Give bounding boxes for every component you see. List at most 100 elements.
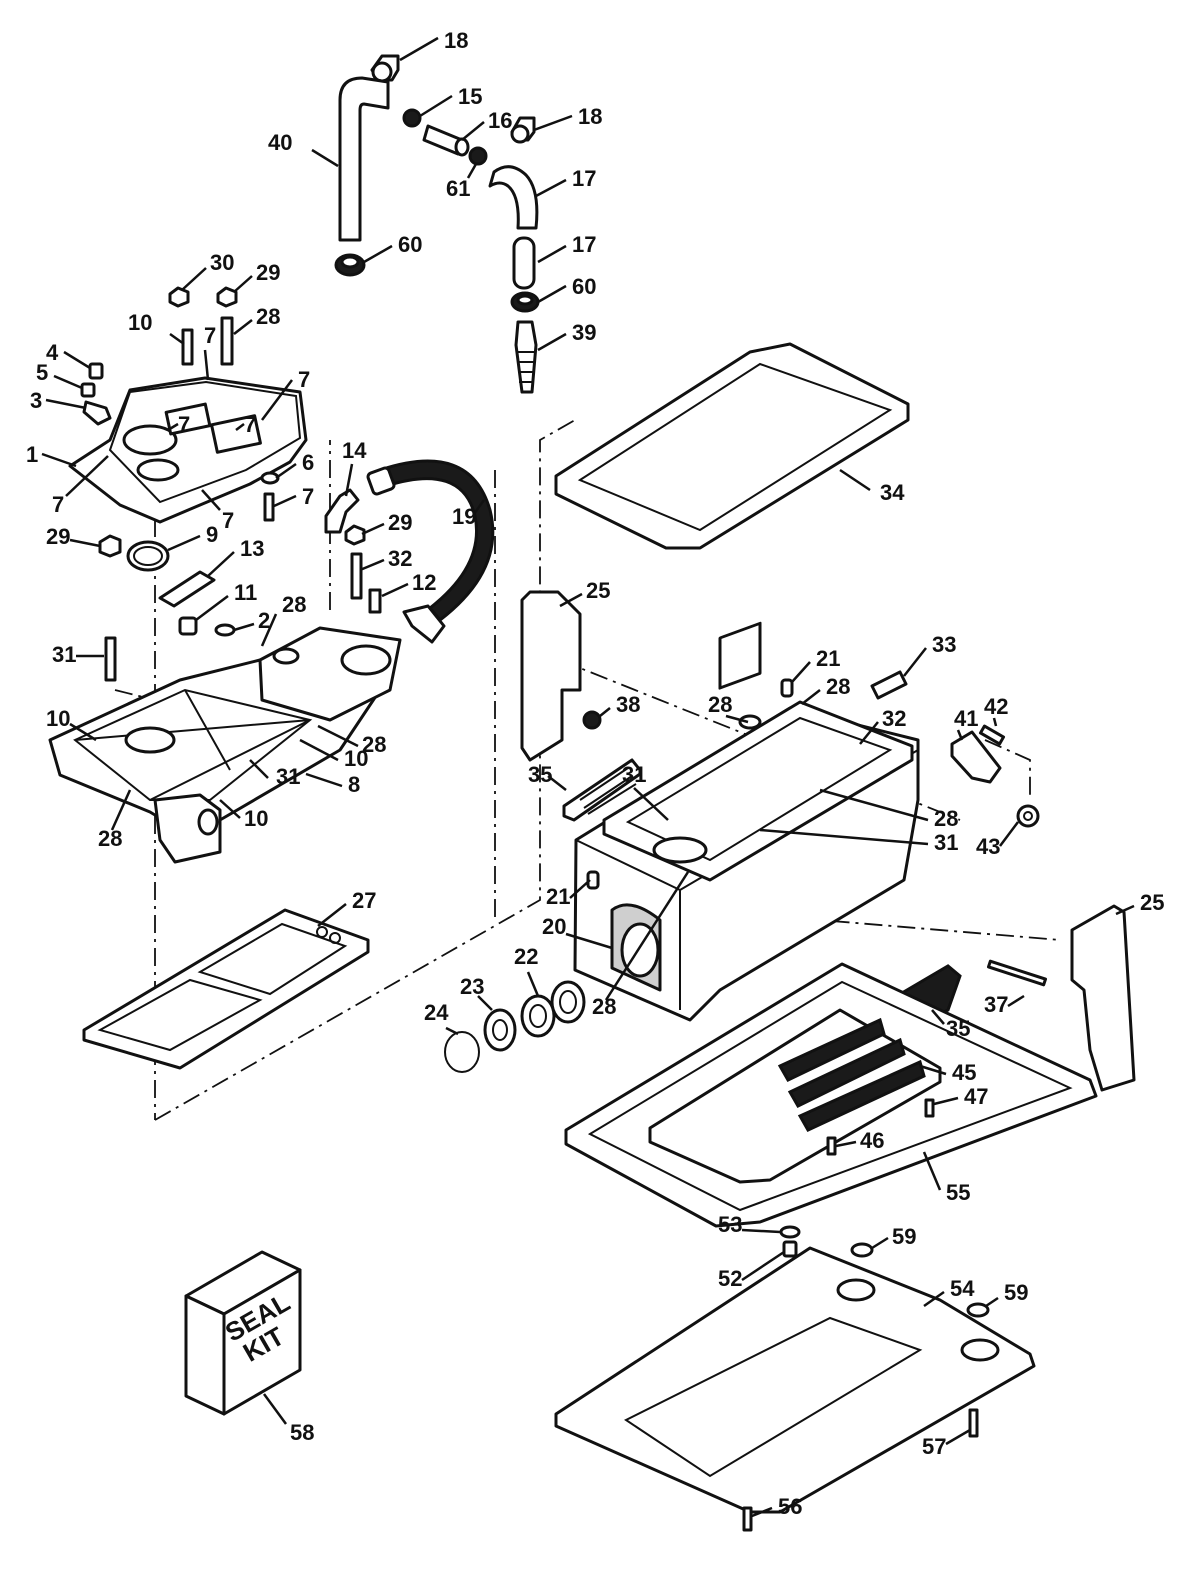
callout-label-35: 35 xyxy=(528,762,552,787)
stud-10-upper xyxy=(181,328,194,366)
callout-label-8: 8 xyxy=(348,772,360,797)
fitting-39 xyxy=(514,320,538,394)
callout-label-28g: 28 xyxy=(934,806,958,831)
callout-label-6: 6 xyxy=(302,450,314,475)
screw-46 xyxy=(826,1136,837,1156)
callout-label-7b: 7 xyxy=(298,367,310,392)
gasket-27-group xyxy=(82,908,370,1070)
callout-label-3: 3 xyxy=(30,388,42,413)
callout-label-7f: 7 xyxy=(302,484,314,509)
callout-label-31b: 31 xyxy=(622,762,646,787)
callout-label-13: 13 xyxy=(240,536,264,561)
callout-leader-7e xyxy=(65,455,109,497)
callout-label-40: 40 xyxy=(268,130,292,155)
callout-label-2: 2 xyxy=(258,608,270,633)
callout-leader-54 xyxy=(923,1290,945,1308)
callout-leader-28 xyxy=(233,319,253,335)
bracket-25-left xyxy=(520,590,582,762)
upper-housing-frame xyxy=(602,700,914,882)
callout-leader-37 xyxy=(1007,994,1025,1008)
callout-label-31: 31 xyxy=(52,642,76,667)
callout-leader-18b xyxy=(533,114,573,132)
screw-56 xyxy=(742,1506,753,1532)
callout-leader-7 xyxy=(203,349,210,381)
callout-leader-56 xyxy=(751,1506,773,1518)
callout-leader-18 xyxy=(399,36,439,62)
clamp-61 xyxy=(468,146,488,166)
callout-label-15: 15 xyxy=(458,84,482,109)
callout-label-14: 14 xyxy=(342,438,367,463)
callout-label-25: 25 xyxy=(586,578,610,603)
callout-label-7c: 7 xyxy=(178,412,190,437)
callout-label-24: 24 xyxy=(424,1000,449,1025)
callout-leader-28b xyxy=(260,613,278,647)
callout-leader-31c xyxy=(249,759,269,779)
callout-label-28c: 28 xyxy=(826,674,850,699)
callout-label-5: 5 xyxy=(36,360,48,385)
screw-57 xyxy=(968,1408,979,1438)
callout-label-28d: 28 xyxy=(708,692,732,717)
nut-29-mid xyxy=(344,524,366,546)
callout-leader-39 xyxy=(537,332,567,352)
adaptor-plate-group xyxy=(68,286,308,682)
callout-label-10d: 10 xyxy=(244,806,268,831)
callout-label-29c: 29 xyxy=(46,524,70,549)
callout-leader-10 xyxy=(169,332,185,346)
callout-leader-15 xyxy=(419,94,453,118)
callout-leader-17b xyxy=(537,244,567,264)
screen-35-left xyxy=(562,758,642,822)
callout-leader-28d xyxy=(725,714,749,724)
callout-label-7e: 7 xyxy=(52,492,64,517)
callout-leader-34 xyxy=(839,468,871,492)
intake-grate-group xyxy=(564,962,1098,1228)
callout-leader-57 xyxy=(945,1428,971,1446)
callout-leader-25b xyxy=(1115,904,1135,916)
cover-34 xyxy=(554,342,910,550)
callout-leader-53 xyxy=(741,1228,781,1234)
callout-leader-32b xyxy=(859,721,879,745)
callout-leader-14 xyxy=(344,463,354,497)
callout-label-55: 55 xyxy=(946,1180,970,1205)
callout-leader-35 xyxy=(547,775,567,791)
fitting-11 xyxy=(178,616,198,636)
callout-leader-31d xyxy=(759,828,929,846)
callout-label-27: 27 xyxy=(352,888,376,913)
callout-leader-38 xyxy=(599,707,611,717)
callout-label-61: 61 xyxy=(446,176,470,201)
callout-leader-13 xyxy=(207,551,235,577)
callout-label-7: 7 xyxy=(204,323,216,348)
callout-leader-28g xyxy=(819,788,929,822)
callout-leader-11 xyxy=(195,595,229,621)
seal-22-a xyxy=(520,994,556,1038)
callout-leader-61 xyxy=(466,163,478,179)
callout-leader-10b xyxy=(69,722,97,742)
callout-leader-29b xyxy=(361,522,385,536)
callout-label-10b: 10 xyxy=(46,706,70,731)
screw-42 xyxy=(978,724,1006,746)
callout-label-12: 12 xyxy=(412,570,436,595)
callout-leader-21 xyxy=(791,661,811,683)
callout-leader-25 xyxy=(559,592,583,608)
callout-leader-29c xyxy=(69,538,101,548)
callout-leader-17 xyxy=(535,178,567,198)
snap-ring-24 xyxy=(444,1031,480,1073)
seal-22-b xyxy=(550,980,586,1024)
washer-59-a xyxy=(850,1242,874,1258)
callout-leader-28f xyxy=(110,789,132,831)
plug-38 xyxy=(582,710,602,730)
bearing-group xyxy=(444,980,586,1073)
callout-leader-24 xyxy=(445,1026,459,1036)
callout-leader-7c xyxy=(167,422,179,432)
callout-label-60b: 60 xyxy=(572,274,596,299)
callout-label-9: 9 xyxy=(206,522,218,547)
callout-leader-33 xyxy=(903,647,927,677)
washer-53 xyxy=(779,1225,801,1239)
hose-17-upper xyxy=(488,165,539,230)
callout-leader-16 xyxy=(461,121,485,141)
callout-label-33: 33 xyxy=(932,632,956,657)
linkage-3 xyxy=(82,400,112,426)
callout-label-18b: 18 xyxy=(578,104,602,129)
callout-label-59: 59 xyxy=(892,1224,916,1249)
callout-label-11: 11 xyxy=(234,580,257,605)
